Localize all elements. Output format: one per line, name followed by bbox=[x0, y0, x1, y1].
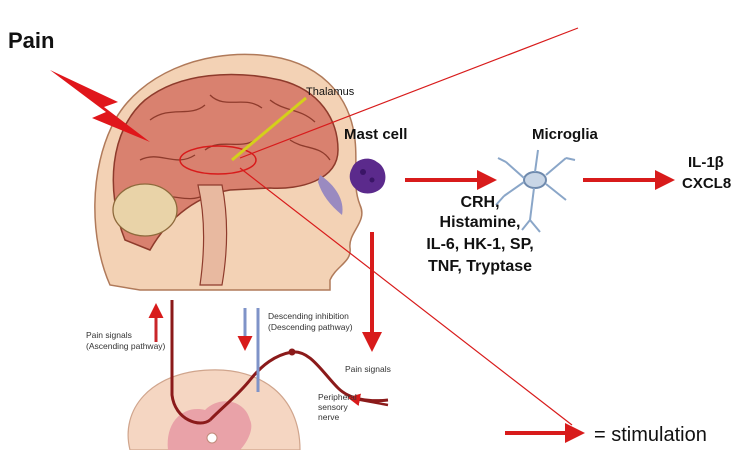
mast-cell-label: Mast cell bbox=[344, 126, 408, 143]
mediator-line: CRH, bbox=[460, 194, 500, 211]
thalamus-pointer bbox=[231, 96, 307, 162]
microglia-icon bbox=[495, 149, 576, 233]
ascending-pathway bbox=[170, 300, 211, 425]
il1b-label: IL-1β bbox=[688, 154, 724, 171]
descending-sublabel: (Descending pathway) bbox=[268, 322, 353, 332]
spinal-cord-illustration bbox=[127, 369, 301, 450]
incoming-pain-arrow bbox=[347, 393, 389, 407]
ascending-sublabel: (Ascending pathway) bbox=[86, 341, 166, 351]
zoom-line-top bbox=[239, 27, 579, 159]
mediator-line: Histamine, bbox=[439, 214, 521, 231]
thalamus-label: Thalamus bbox=[306, 86, 355, 98]
pain-signals-label: Pain signals bbox=[345, 364, 391, 374]
descending-label: Descending inhibition bbox=[268, 311, 349, 321]
lightning-icon bbox=[50, 70, 150, 142]
zoom-line-bottom bbox=[239, 167, 573, 426]
legend-text: = stimulation bbox=[594, 424, 707, 446]
ascending-label: Pain signals bbox=[86, 330, 132, 340]
peripheral-label: nerve bbox=[318, 412, 340, 422]
peripheral-label: sensory bbox=[318, 402, 348, 412]
diagram-title: Pain bbox=[8, 28, 55, 53]
microglia-label: Microglia bbox=[532, 126, 598, 143]
cxcl8-label: CXCL8 bbox=[682, 175, 732, 192]
mast-cell-icon bbox=[349, 158, 386, 194]
peripheral-label: Peripheral bbox=[318, 392, 357, 402]
mediator-line: IL-6, HK-1, SP, bbox=[426, 236, 534, 253]
mediator-line: TNF, Tryptase bbox=[427, 258, 533, 275]
